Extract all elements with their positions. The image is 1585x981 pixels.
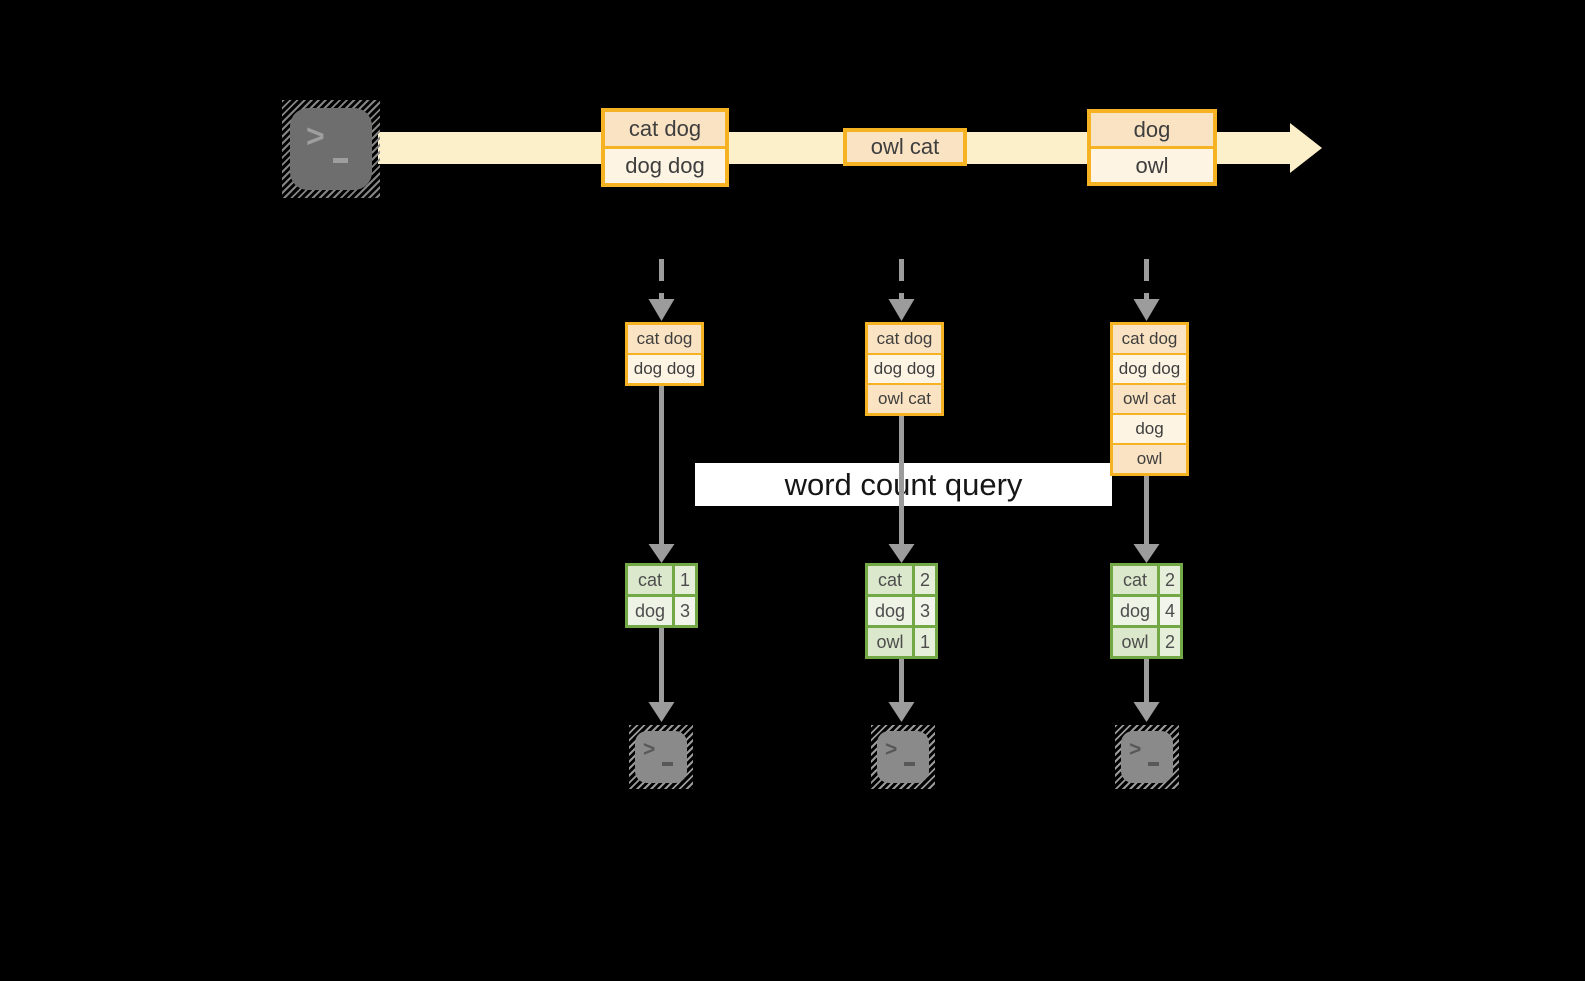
accumulated-row: cat dog (628, 325, 701, 353)
count-value-cell: 1 (675, 566, 695, 594)
count-word-cell: owl (868, 628, 912, 656)
terminal-prompt-glyph: > (306, 118, 325, 154)
sink-terminal-icon-2: > (871, 725, 935, 789)
count-row: owl 1 (868, 628, 935, 656)
count-word-cell: dog (1113, 597, 1157, 625)
stream-batch-1: cat dog dog dog (601, 108, 729, 187)
terminal-cursor-glyph (1148, 762, 1159, 766)
stream-batch-row: dog (1091, 113, 1213, 146)
stream-batch-row: owl (1091, 149, 1213, 182)
stream-arrowhead (1290, 123, 1322, 173)
count-row: cat 1 (628, 566, 695, 594)
count-word-cell: cat (868, 566, 912, 594)
count-value-cell: 3 (915, 597, 935, 625)
count-row: dog 3 (628, 597, 695, 625)
terminal-prompt-glyph: > (643, 738, 656, 761)
source-terminal-icon: > (282, 100, 380, 198)
count-row: dog 4 (1113, 597, 1180, 625)
dashed-arrowhead-2 (888, 299, 915, 321)
sink-terminal-icon-1: > (629, 725, 693, 789)
terminal-prompt-glyph: > (1129, 738, 1142, 761)
output-arrowhead-3 (1133, 702, 1160, 722)
stream-batch-row: dog dog (605, 149, 725, 183)
query-arrowhead-2 (888, 544, 915, 563)
terminal-prompt-glyph: > (885, 738, 898, 761)
count-word-cell: owl (1113, 628, 1157, 656)
stream-batch-row: cat dog (605, 112, 725, 146)
count-value-cell: 4 (1160, 597, 1180, 625)
accumulated-row: dog dog (868, 355, 941, 383)
count-word-cell: cat (628, 566, 672, 594)
terminal-body: > (1121, 731, 1173, 783)
count-row: cat 2 (868, 566, 935, 594)
count-value-cell: 1 (915, 628, 935, 656)
count-row: owl 2 (1113, 628, 1180, 656)
query-arrowhead-1 (648, 544, 675, 563)
accumulated-input-3: cat dog dog dog owl cat dog owl (1110, 322, 1189, 476)
count-value-cell: 3 (675, 597, 695, 625)
accumulated-row: cat dog (868, 325, 941, 353)
terminal-cursor-glyph (333, 158, 348, 163)
query-arrowhead-3 (1133, 544, 1160, 563)
count-value-cell: 2 (1160, 566, 1180, 594)
accumulated-row: owl (1113, 445, 1186, 473)
count-table-3: cat 2 dog 4 owl 2 (1110, 563, 1183, 659)
accumulated-row: owl cat (868, 385, 941, 413)
count-word-cell: dog (628, 597, 672, 625)
accumulated-input-1: cat dog dog dog (625, 322, 704, 386)
stream-batch-3: dog owl (1087, 109, 1217, 186)
output-arrowhead-2 (888, 702, 915, 722)
stream-batch-2: owl cat (843, 128, 967, 166)
count-word-cell: dog (868, 597, 912, 625)
count-row: cat 2 (1113, 566, 1180, 594)
accumulated-row: owl cat (1113, 385, 1186, 413)
accumulated-row: dog dog (628, 355, 701, 383)
count-value-cell: 2 (1160, 628, 1180, 656)
count-row: dog 3 (868, 597, 935, 625)
terminal-body: > (290, 108, 372, 190)
count-table-1: cat 1 dog 3 (625, 563, 698, 628)
stream-batch-row: owl cat (847, 132, 963, 162)
accumulated-row: cat dog (1113, 325, 1186, 353)
accumulated-row: dog (1113, 415, 1186, 443)
count-table-2: cat 2 dog 3 owl 1 (865, 563, 938, 659)
dashed-arrowhead-1 (648, 299, 675, 321)
output-arrowhead-1 (648, 702, 675, 722)
accumulated-input-2: cat dog dog dog owl cat (865, 322, 944, 416)
terminal-body: > (635, 731, 687, 783)
sink-terminal-icon-3: > (1115, 725, 1179, 789)
count-value-cell: 2 (915, 566, 935, 594)
terminal-cursor-glyph (904, 762, 915, 766)
accumulated-row: dog dog (1113, 355, 1186, 383)
count-word-cell: cat (1113, 566, 1157, 594)
terminal-body: > (877, 731, 929, 783)
terminal-cursor-glyph (662, 762, 673, 766)
dashed-arrowhead-3 (1133, 299, 1160, 321)
